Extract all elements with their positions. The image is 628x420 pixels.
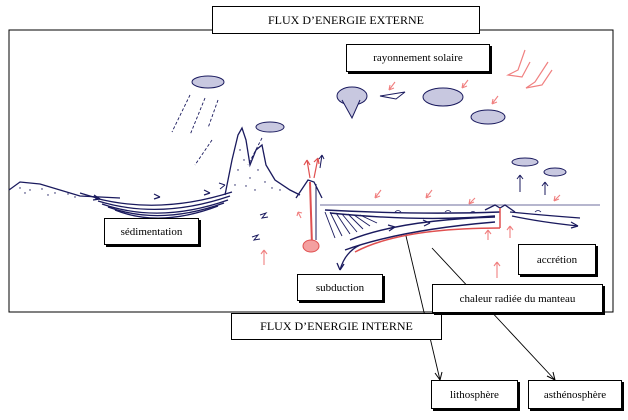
internal-flux-label: FLUX D’ENERGIE INTERNE [231, 313, 442, 340]
subducting-plate [324, 209, 501, 251]
land-dots [19, 187, 76, 198]
external-flux-label: FLUX D’ENERGIE EXTERNE [212, 6, 480, 34]
solar-radiation-label: rayonnement solaire [346, 44, 490, 72]
asthenosphere-pointer [431, 247, 556, 381]
radiation-pointer [379, 91, 406, 100]
sedimentary-basin [94, 191, 233, 219]
continent-left [8, 181, 121, 199]
subduction-arrow [339, 244, 361, 271]
evaporation-arrows [516, 174, 549, 195]
spreading-plate-right [509, 211, 581, 227]
mantle-heat-label: chaleur radiée du manteau [432, 284, 603, 313]
mountain [224, 126, 301, 196]
lightning-marks [251, 211, 269, 241]
rain-arrows [171, 94, 263, 166]
wedge-hatching [324, 211, 378, 239]
mountain-dots [234, 149, 281, 191]
accretion-label: accrétion [518, 244, 596, 275]
eruption-arrows [303, 157, 320, 179]
asthenosphere-label: asthénosphère [528, 380, 622, 409]
volcano [295, 179, 323, 199]
magma-chamber [302, 239, 320, 253]
heat-arrows [260, 79, 561, 278]
lithosphere-pointer [405, 235, 441, 381]
solar-arrows [506, 49, 553, 89]
magma-conduit [309, 181, 313, 246]
sedimentation-label: sédimentation [104, 218, 199, 245]
lithosphere-label: lithosphère [431, 380, 518, 409]
lithosphere-boundary [354, 227, 501, 253]
subduction-label: subduction [297, 274, 383, 301]
sediment-arrow [79, 192, 101, 200]
clouds [191, 75, 567, 177]
